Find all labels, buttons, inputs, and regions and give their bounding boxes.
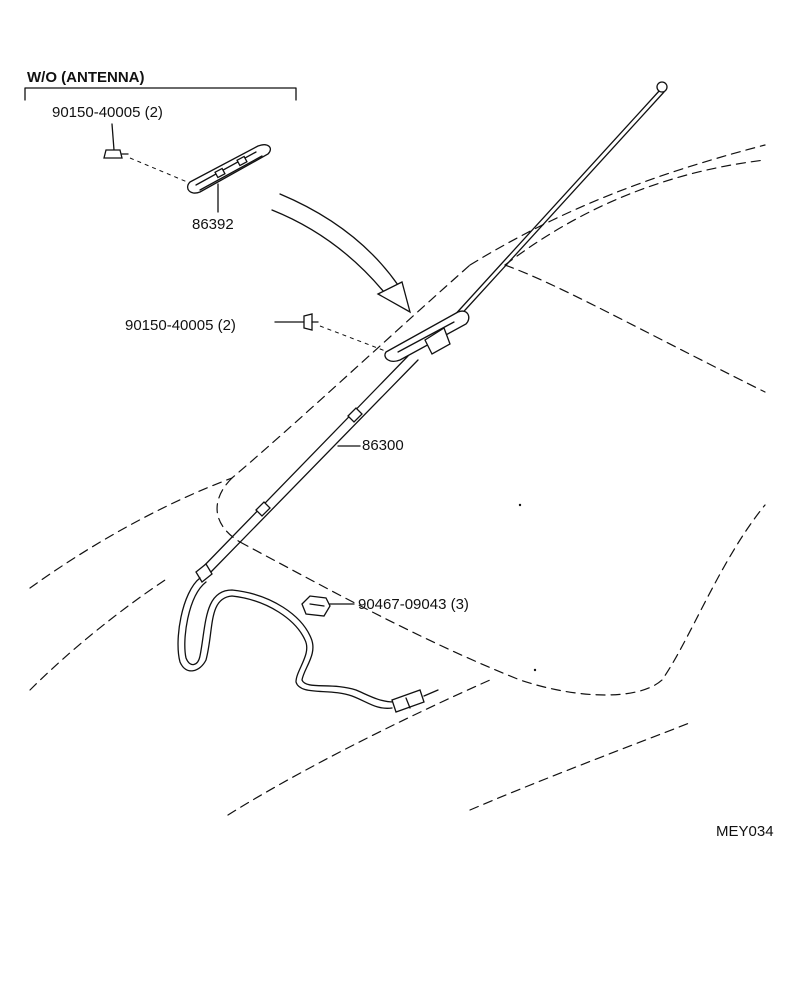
curved-arrow bbox=[271, 193, 412, 314]
hole-cover-icon bbox=[186, 144, 272, 194]
cover-part-label: 86392 bbox=[192, 216, 234, 233]
antenna-assembly-icon bbox=[177, 81, 668, 713]
bolt-mid-label: 90150-40005 (2) bbox=[125, 317, 236, 334]
bolt-mid-icon bbox=[274, 313, 319, 331]
antenna-part-label: 86300 bbox=[362, 437, 404, 454]
bolt-top-icon bbox=[103, 123, 129, 159]
group-bracket bbox=[24, 87, 297, 101]
vehicle-outline bbox=[29, 144, 766, 816]
group-title: W/O (ANTENNA) bbox=[27, 69, 144, 86]
clip-part-label: 90467-09043 (3) bbox=[358, 596, 469, 613]
bolt-top-label: 90150-40005 (2) bbox=[52, 104, 163, 121]
clip-icon bbox=[301, 595, 355, 617]
figure-code: MEY034 bbox=[716, 823, 774, 840]
